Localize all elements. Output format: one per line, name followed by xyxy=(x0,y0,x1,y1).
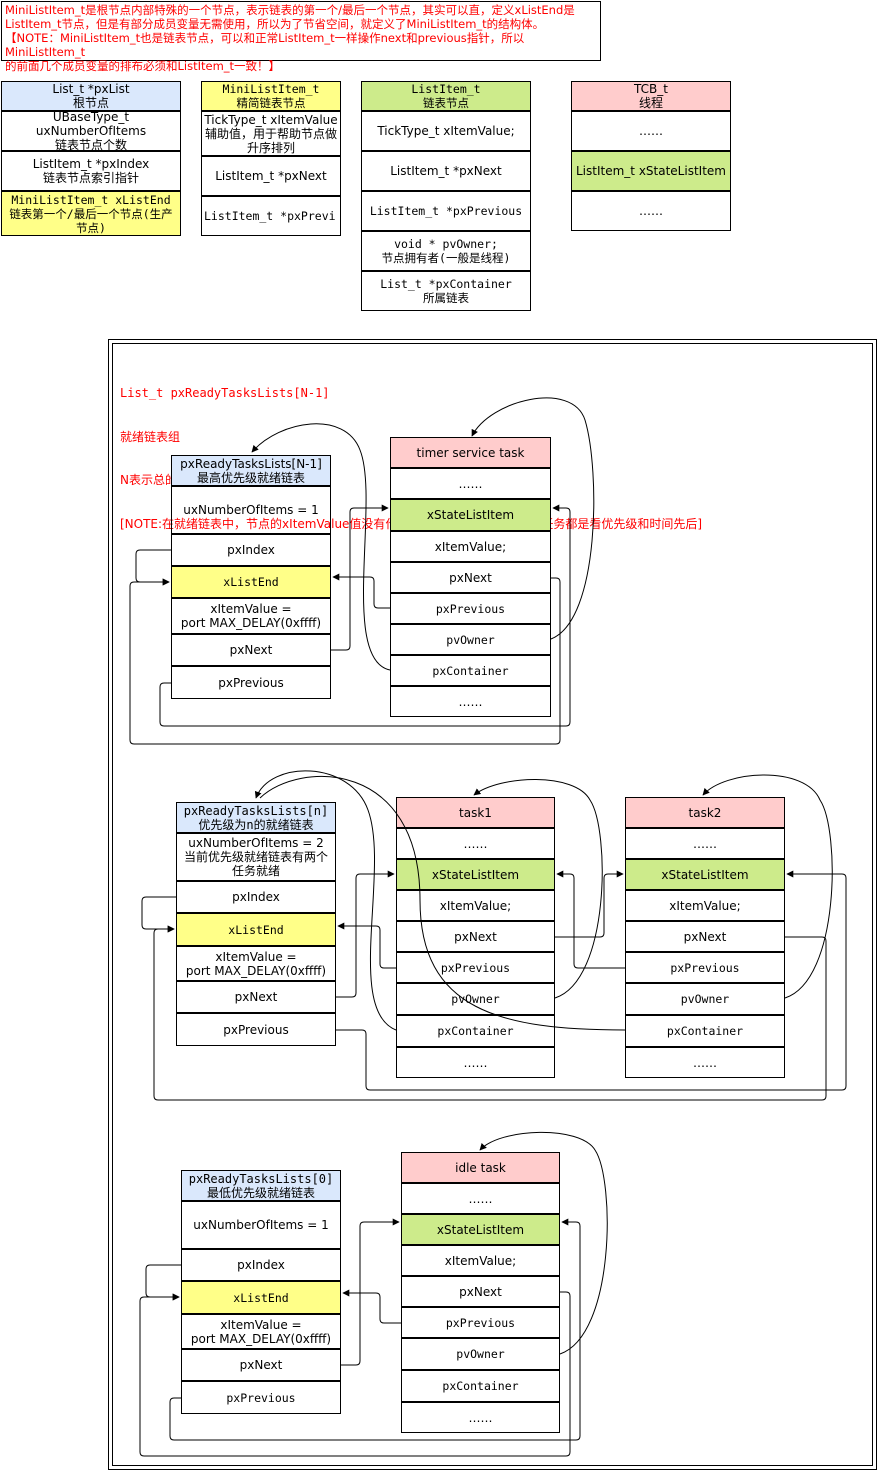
task-idle-next: pxNext xyxy=(401,1276,560,1307)
task-idle-owner: pvOwner xyxy=(401,1338,560,1370)
task-2-owner: pvOwner xyxy=(625,983,785,1015)
task-timer-value: xItemValue; xyxy=(390,531,551,562)
task-idle-header: idle task xyxy=(401,1152,560,1183)
legend-item-prev: ListItem_t *pxPrevious xyxy=(361,191,531,231)
task-2-prev: pxPrevious xyxy=(625,952,785,983)
legend-item-next: ListItem_t *pxNext xyxy=(361,151,531,191)
task-1-dots-1: …… xyxy=(396,828,555,859)
legend-item-owner: void * pvOwner; 节点拥有者(一般是线程) xyxy=(361,231,531,271)
task-idle-value: xItemValue; xyxy=(401,1245,560,1276)
legend-list-t-listend: MiniListItem_t xListEnd 链表第一个/最后一个节点(生产节… xyxy=(1,191,181,236)
legend-item-header: ListItem_t 链表节点 xyxy=(361,81,531,111)
list-top-prev: pxPrevious xyxy=(171,666,331,699)
task-idle-prev: pxPrevious xyxy=(401,1307,560,1338)
legend-tcb-state-item: ListItem_t xStateListItem xyxy=(571,151,731,191)
list-mid-index: pxIndex xyxy=(176,881,336,913)
task-2-header: task2 xyxy=(625,797,785,828)
task-timer-header: timer service task xyxy=(390,437,551,468)
list-bot-index: pxIndex xyxy=(181,1249,341,1281)
list-mid-count: uxNumberOfItems = 2 当前优先级就绪链表有两个任务就绪 xyxy=(176,833,336,881)
task-1-dots-2: …… xyxy=(396,1047,555,1078)
task-idle-dots-1: …… xyxy=(401,1183,560,1214)
list-mid-listend: xListEnd xyxy=(176,913,336,946)
list-top-value: xItemValue = port MAX_DELAY(0xffff) xyxy=(171,598,331,634)
task-2-value: xItemValue; xyxy=(625,890,785,921)
task-idle-container: pxContainer xyxy=(401,1370,560,1402)
legend-mini-next: ListItem_t *pxNext xyxy=(201,156,341,196)
task-timer-dots-2: …… xyxy=(390,686,551,717)
task-timer-next: pxNext xyxy=(390,562,551,593)
legend-list-t-header: List_t *pxList 根节点 xyxy=(1,81,181,111)
note-line-1: MiniListItem_t是根节点内部特殊的一个节点，表示链表的第一个/最后一… xyxy=(5,3,575,17)
list-mid-header: pxReadyTasksLists[n] 优先级为n的就绪链表 xyxy=(176,802,336,833)
task-1-next: pxNext xyxy=(396,921,555,952)
list-top-header: pxReadyTasksLists[N-1] 最高优先级就绪链表 xyxy=(171,455,331,486)
task-1-prev: pxPrevious xyxy=(396,952,555,983)
list-bot-value: xItemValue = port MAX_DELAY(0xffff) xyxy=(181,1314,341,1349)
task-1-header: task1 xyxy=(396,797,555,828)
list-top-count: uxNumberOfItems = 1 xyxy=(171,486,331,534)
list-bot-next: pxNext xyxy=(181,1349,341,1381)
list-top-listend: xListEnd xyxy=(171,566,331,598)
task-idle-state-item: xStateListItem xyxy=(401,1214,560,1245)
legend-tcb-header: TCB_t 线程 xyxy=(571,81,731,111)
ready-lists-title: List_t pxReadyTasksLists[N-1] xyxy=(120,386,330,400)
ready-lists-frame-outer xyxy=(108,339,877,1470)
list-top-next: pxNext xyxy=(171,634,331,666)
list-bot-header: pxReadyTasksLists[0] 最低优先级就绪链表 xyxy=(181,1170,341,1201)
list-bot-prev: pxPrevious xyxy=(181,1381,341,1414)
list-top-index: pxIndex xyxy=(171,534,331,566)
legend-mini-header: MiniListItem_t 精简链表节点 xyxy=(201,81,341,111)
task-2-dots-2: …… xyxy=(625,1047,785,1078)
list-mid-next: pxNext xyxy=(176,981,336,1013)
legend-list-t-index: ListItem_t *pxIndex 链表节点索引指针 xyxy=(1,151,181,191)
task-timer-container: pxContainer xyxy=(390,655,551,686)
task-1-owner: pvOwner xyxy=(396,983,555,1015)
task-2-container: pxContainer xyxy=(625,1015,785,1047)
note-box: MiniListItem_t是根节点内部特殊的一个节点，表示链表的第一个/最后一… xyxy=(1,1,601,73)
list-bot-listend: xListEnd xyxy=(181,1281,341,1314)
legend-mini-prev: ListItem_t *pxPrevi xyxy=(201,196,341,236)
task-timer-prev: pxPrevious xyxy=(390,593,551,624)
ready-lists-sub-1: 就绪链表组 xyxy=(120,429,181,444)
note-line-4: 的前面几个成员变量的排布必须和ListItem_t一致！】 xyxy=(5,59,281,73)
note-line-3: 【NOTE：MiniListItem_t也是链表节点，可以和正常ListItem… xyxy=(5,31,525,59)
task-1-container: pxContainer xyxy=(396,1015,555,1047)
legend-list-t-count: UBaseType_t uxNumberOfItems 链表节点个数 xyxy=(1,111,181,151)
task-timer-state-item: xStateListItem xyxy=(390,499,551,531)
legend-tcb-dots-2: …… xyxy=(571,191,731,231)
task-2-next: pxNext xyxy=(625,921,785,952)
task-timer-dots-1: …… xyxy=(390,468,551,499)
legend-mini-value: TickType_t xItemValue 辅助值，用于帮助节点做升序排列 xyxy=(201,111,341,156)
note-line-2: ListItem_t节点，但是有部分成员变量无需使用，所以为了节省空间，就定义了… xyxy=(5,17,545,31)
task-1-value: xItemValue; xyxy=(396,890,555,921)
list-bot-count: uxNumberOfItems = 1 xyxy=(181,1201,341,1249)
task-timer-owner: pvOwner xyxy=(390,624,551,655)
legend-item-value: TickType_t xItemValue; xyxy=(361,111,531,151)
legend-item-container: List_t *pxContainer 所属链表 xyxy=(361,271,531,311)
task-2-dots-1: …… xyxy=(625,828,785,859)
legend-tcb-dots-1: …… xyxy=(571,111,731,151)
ready-lists-frame-inner xyxy=(112,343,873,1466)
task-idle-dots-2: …… xyxy=(401,1402,560,1433)
list-mid-value: xItemValue = port MAX_DELAY(0xffff) xyxy=(176,946,336,981)
task-2-state-item: xStateListItem xyxy=(625,859,785,890)
task-1-state-item: xStateListItem xyxy=(396,859,555,890)
list-mid-prev: pxPrevious xyxy=(176,1013,336,1046)
